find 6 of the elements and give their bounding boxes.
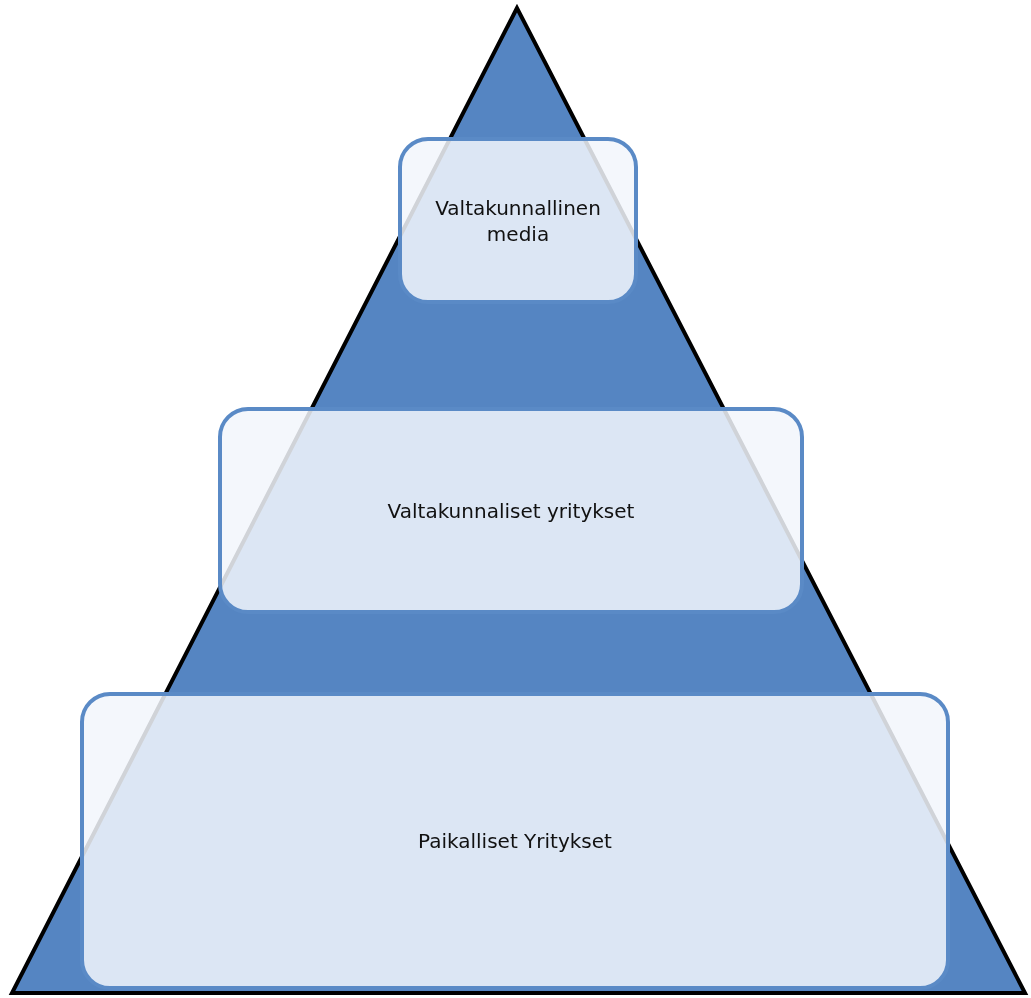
- level-box: [80, 692, 950, 990]
- level-label: Paikalliset Yritykset: [418, 828, 612, 854]
- level-box: [398, 137, 638, 304]
- level-label: Valtakunnallinen media: [434, 194, 602, 247]
- level-box: [218, 407, 804, 614]
- level-label: Valtakunnaliset yritykset: [387, 497, 635, 524]
